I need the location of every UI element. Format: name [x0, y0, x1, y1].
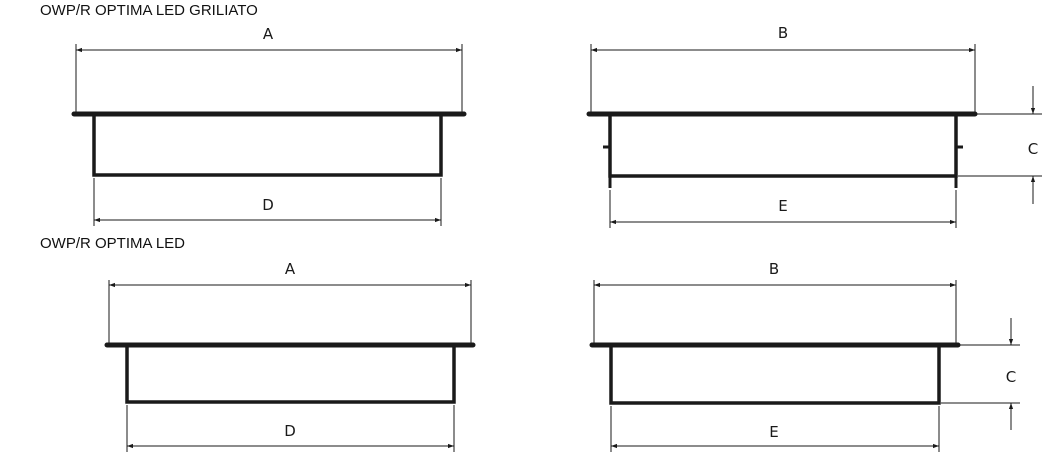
- bottom-right-view: [589, 280, 1020, 452]
- section-title-optima-led: OWP/R OPTIMA LED: [40, 235, 186, 252]
- dim-label-b: B: [769, 260, 779, 278]
- section-title-griliato: OWP/R OPTIMA LED GRILIATO: [40, 2, 258, 19]
- dim-label-d: D: [284, 422, 296, 440]
- housing-body: [92, 114, 443, 177]
- dim-label-a: A: [263, 25, 274, 43]
- dim-label-d: D: [262, 196, 274, 214]
- housing-body: [125, 345, 456, 404]
- dim-label-a: A: [285, 260, 296, 278]
- top-right-view: [586, 44, 1042, 228]
- top-left-view: [71, 44, 467, 226]
- dim-label-e: E: [769, 423, 778, 441]
- housing-body: [609, 345, 941, 405]
- housing-body: [608, 114, 958, 178]
- dim-label-c: C: [1006, 368, 1016, 386]
- dim-label-b: B: [778, 24, 788, 42]
- bottom-left-view: [104, 280, 476, 452]
- dim-label-c: C: [1028, 140, 1038, 158]
- dim-label-e: E: [778, 197, 787, 215]
